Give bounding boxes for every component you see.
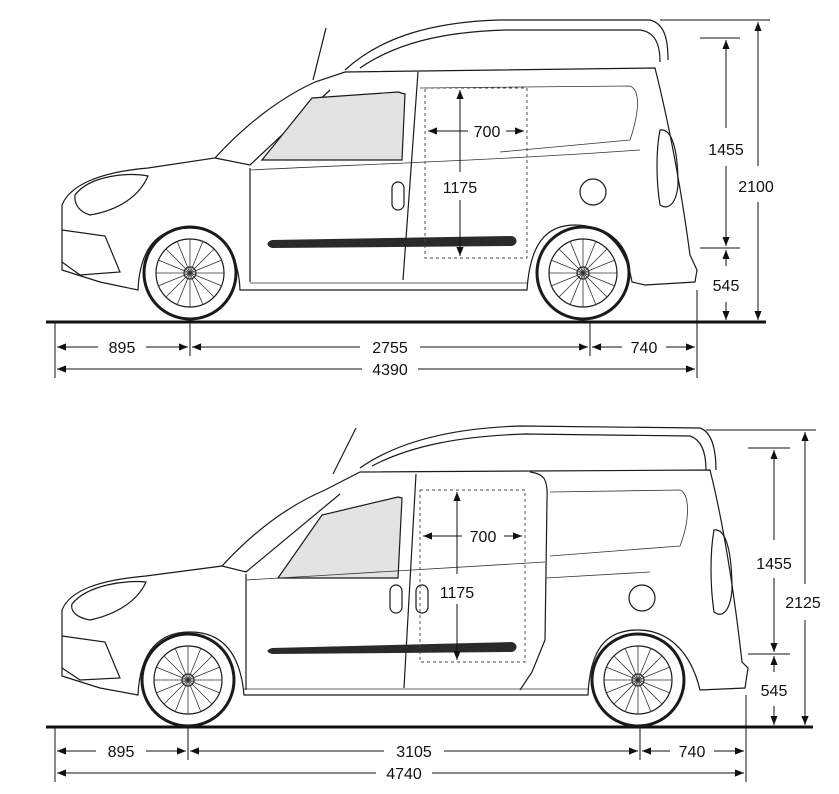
cargo-width-label: 700 [474, 124, 501, 141]
front-overhang-label: 895 [109, 340, 136, 357]
cargo-height-inner-label: 1175 [443, 180, 478, 197]
overall-height-label: 2100 [738, 179, 774, 196]
cargo-height-inner-label: 1175 [440, 585, 475, 602]
overall-length-label: 4740 [386, 766, 422, 783]
front-wheel [142, 225, 238, 321]
rear-overhang-label: 740 [631, 340, 658, 357]
rear-wheel [535, 225, 631, 321]
rear-wheel [590, 632, 686, 728]
overall-length-label: 4390 [372, 362, 408, 379]
wheelbase-label: 2755 [372, 340, 408, 357]
front-wheel [140, 632, 236, 728]
cargo-area-outline [419, 489, 526, 663]
cargo-area-outline [424, 87, 528, 259]
van-long-drawing: 700 1175 1455 545 2125 895 3105 740 [46, 425, 821, 783]
wheelbase-label: 3105 [396, 744, 432, 761]
cargo-width-label: 700 [470, 529, 497, 546]
front-overhang-label: 895 [108, 744, 135, 761]
cargo-height-upper-label: 1455 [756, 556, 792, 573]
floor-height-label: 545 [761, 683, 788, 700]
cargo-height-upper-label: 1455 [708, 142, 744, 159]
overall-height-label: 2125 [785, 595, 821, 612]
van-short-drawing: 700 1175 1455 545 2100 895 2755 740 [46, 19, 774, 379]
rear-overhang-label: 740 [679, 744, 706, 761]
floor-height-label: 545 [713, 278, 740, 295]
